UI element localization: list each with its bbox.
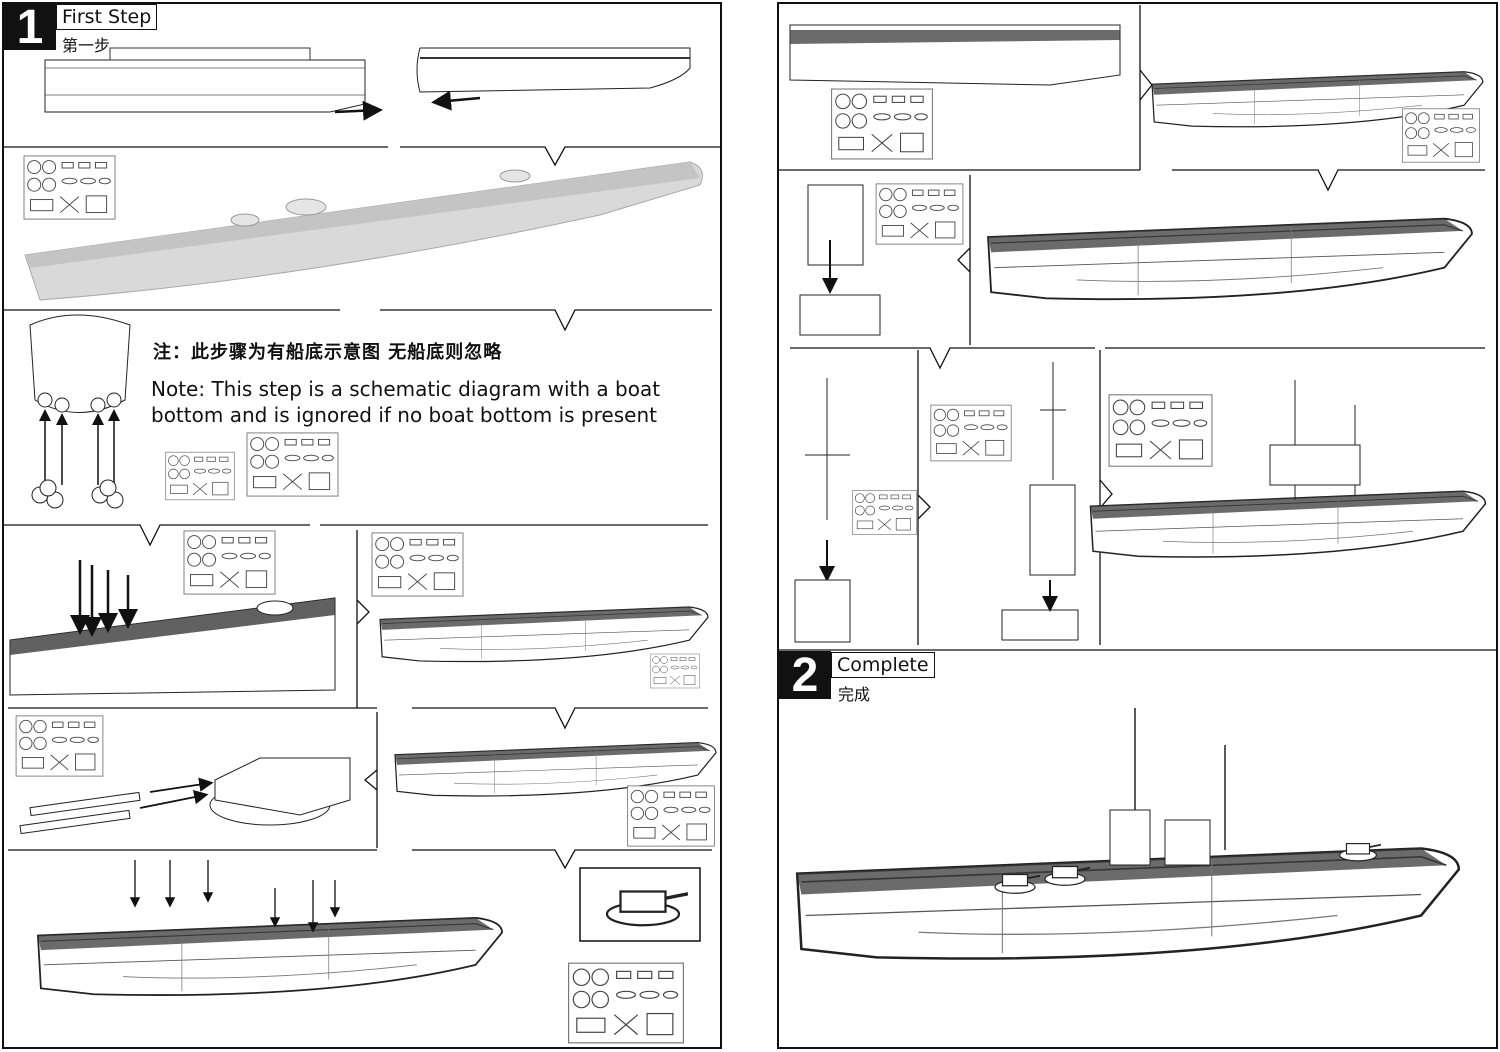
right-dividers bbox=[778, 5, 1497, 651]
parts-sheet-icon bbox=[165, 451, 235, 501]
step-2-title: Complete bbox=[831, 652, 935, 678]
step-1-subtitle: 第一步 bbox=[62, 36, 111, 55]
step-2-subtitle: 完成 bbox=[838, 685, 871, 704]
step-1-title: First Step bbox=[56, 4, 158, 30]
parts-sheet-icon bbox=[1402, 108, 1480, 163]
foremast-assembly-illustration bbox=[794, 378, 851, 643]
parts-sheet-icon bbox=[1108, 393, 1213, 468]
parts-sheet-icon bbox=[15, 715, 104, 777]
ship-progress-illustration bbox=[987, 217, 1473, 301]
mainmast-assembly-illustration bbox=[1001, 362, 1079, 641]
grey-hull-render bbox=[24, 161, 703, 301]
hull-halves-illustration bbox=[44, 47, 691, 121]
parts-sheet-icon bbox=[246, 432, 339, 497]
bridge-assembly-illustration bbox=[799, 184, 881, 336]
bow-bottom-illustration bbox=[29, 314, 131, 509]
note-chinese: 注：此步骤为有船底示意图 无船底则忽略 bbox=[153, 342, 503, 363]
step-2-number: 2 bbox=[779, 651, 831, 701]
parts-sheet-icon bbox=[875, 183, 964, 245]
ship-stern-illustration bbox=[789, 24, 1121, 86]
parts-sheet-icon bbox=[627, 785, 715, 847]
left-dividers bbox=[3, 146, 720, 870]
parts-sheet-icon bbox=[650, 653, 700, 689]
parts-sheet-icon bbox=[567, 962, 685, 1044]
ship-superstructure-illustration bbox=[1089, 380, 1487, 558]
deck-detail-illustration bbox=[9, 560, 336, 696]
note-english: Note: This step is a schematic diagram w… bbox=[151, 377, 661, 427]
completed-ship-illustration bbox=[795, 708, 1461, 960]
parts-sheet-icon bbox=[23, 155, 116, 220]
step-1-number: 1 bbox=[4, 4, 56, 52]
main-gun-turret-illustration bbox=[19, 757, 351, 835]
parts-sheet-icon bbox=[371, 532, 464, 597]
ship-deck-fittings-illustration bbox=[36, 860, 504, 997]
right-page-frame bbox=[777, 2, 1498, 1049]
ship-progress-illustration bbox=[379, 606, 709, 663]
parts-sheet-icon bbox=[852, 489, 917, 536]
parts-sheet-icon bbox=[183, 530, 276, 595]
parts-sheet-icon bbox=[930, 404, 1012, 462]
parts-sheet-icon bbox=[831, 88, 933, 160]
